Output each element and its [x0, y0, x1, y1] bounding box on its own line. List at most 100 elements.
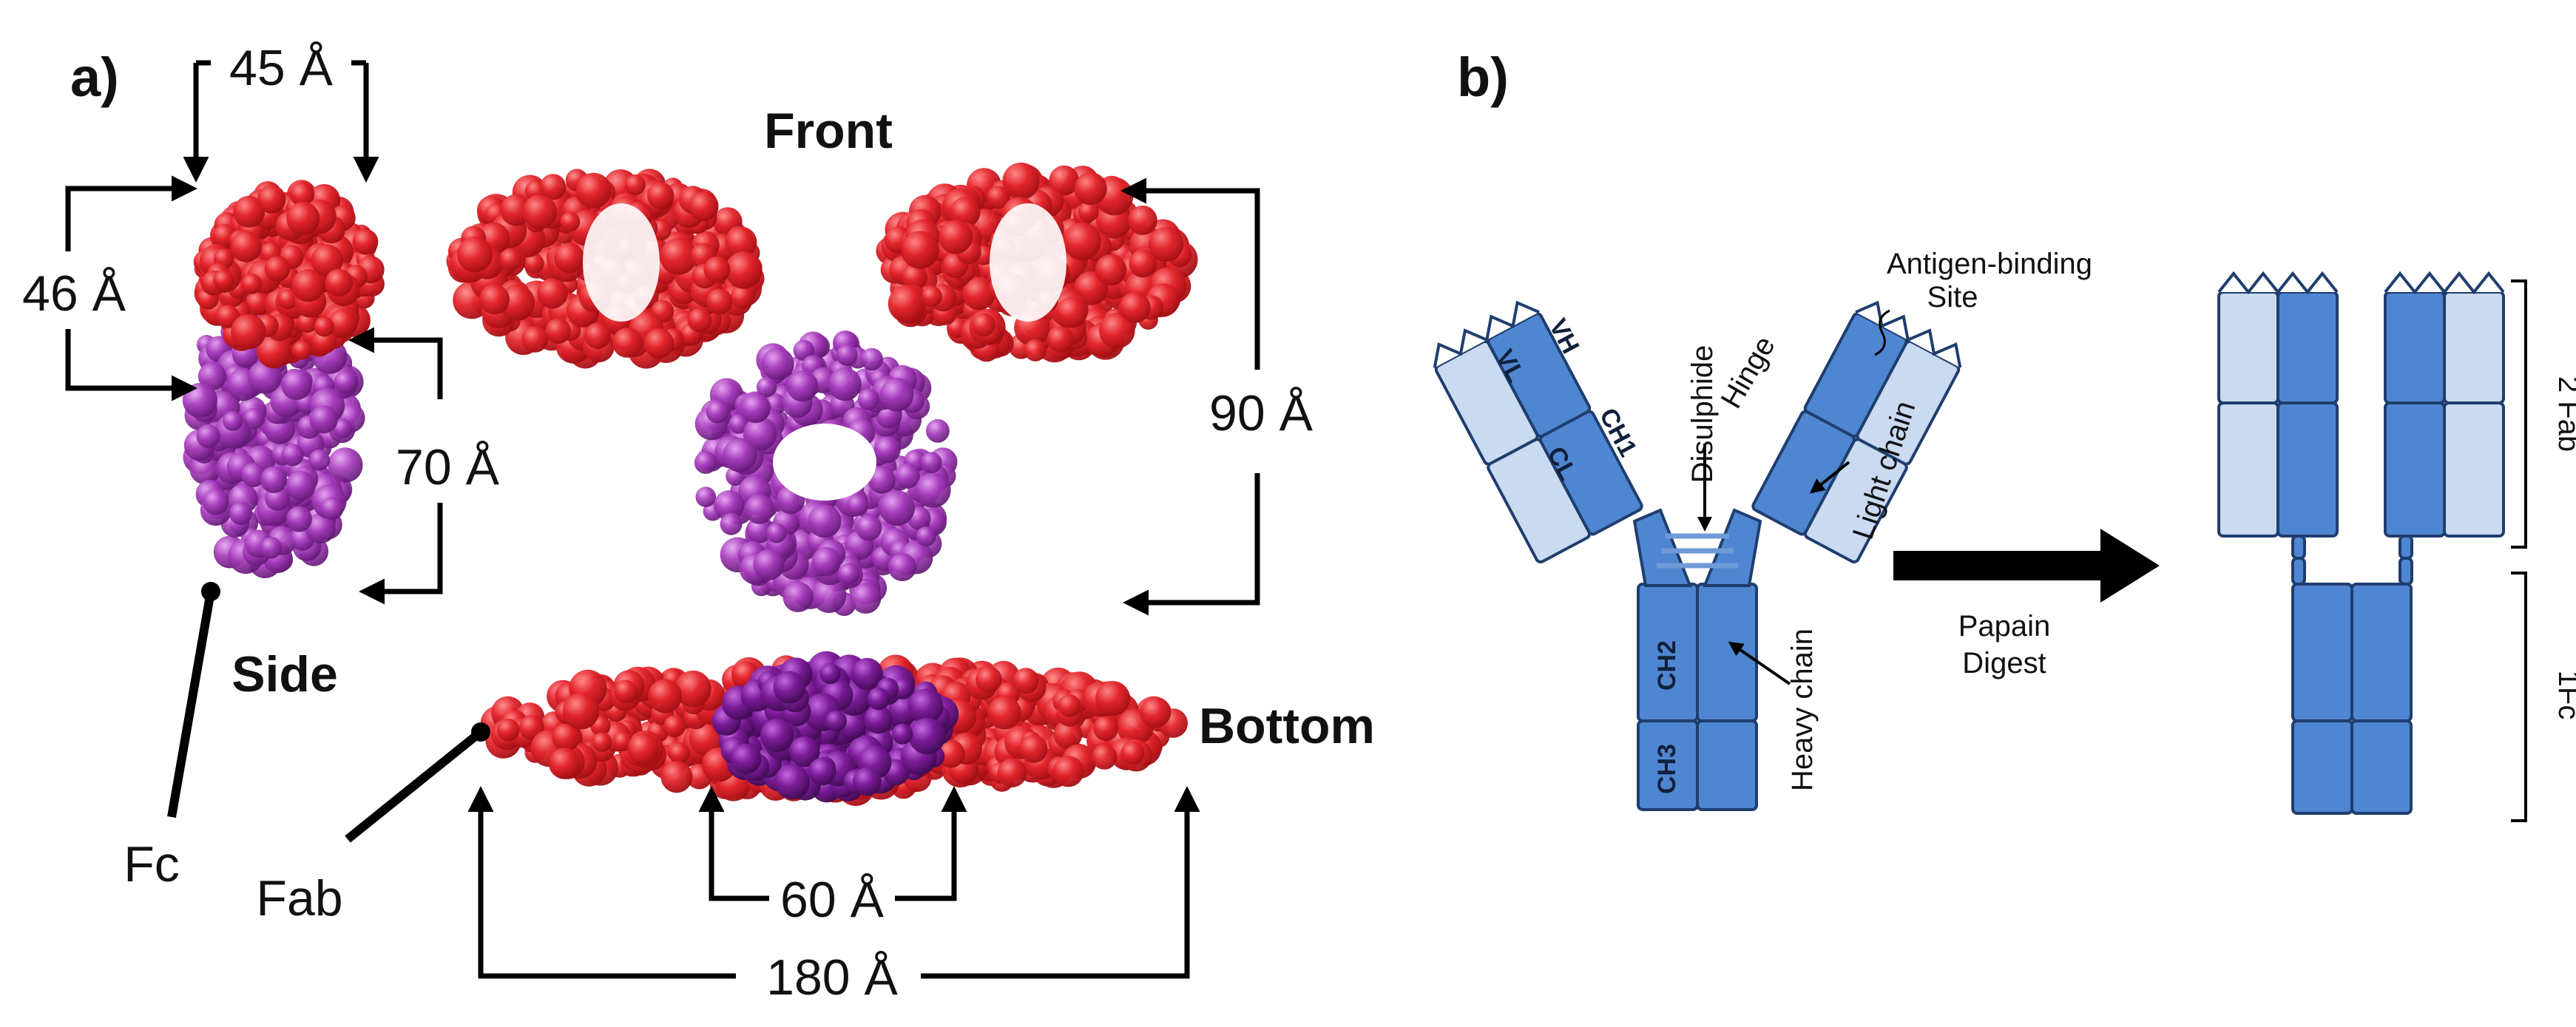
atom-bead — [545, 318, 571, 345]
fab2-vh — [2384, 291, 2446, 404]
atom-bead — [962, 277, 996, 311]
atom-bead — [828, 367, 862, 401]
atom-bead — [241, 462, 266, 487]
atom-bead — [976, 666, 1002, 693]
atom-bead — [987, 696, 1021, 730]
bottom-fc-blob — [711, 651, 959, 803]
atom-bead — [320, 497, 344, 521]
atom-bead — [1078, 201, 1099, 223]
atom-bead — [1074, 172, 1107, 206]
papain-digest-arrow — [1893, 529, 2160, 603]
atom-bead — [522, 194, 558, 229]
atom-bead — [920, 452, 942, 473]
atom-bead — [1140, 696, 1172, 728]
atom-bead — [660, 237, 697, 275]
atom-bead — [888, 553, 916, 582]
fab1-vl — [2217, 291, 2279, 404]
atom-bead — [774, 764, 810, 800]
atom-bead — [907, 688, 944, 725]
atom-bead — [860, 348, 884, 371]
atom-bead — [950, 197, 981, 228]
atom-bead — [838, 563, 860, 585]
atom-bead — [1047, 325, 1074, 353]
side-view-title: Side — [231, 646, 338, 702]
atom-bead — [916, 526, 936, 546]
atom-bead — [584, 322, 611, 349]
atom-bead — [901, 231, 939, 269]
left-antigen-site-notch — [1433, 300, 1540, 368]
atom-bead — [939, 220, 973, 254]
fc-pointer-line — [167, 590, 215, 818]
atom-bead — [902, 264, 928, 291]
fc-ch3-left — [2291, 719, 2353, 815]
atom-bead — [987, 186, 1010, 209]
dim-180-left-arrow — [467, 786, 736, 979]
atom-bead — [663, 715, 686, 737]
atom-bead — [856, 515, 882, 541]
bottom-view-title: Bottom — [1199, 698, 1375, 754]
atom-bead — [836, 344, 858, 366]
light-chain-pointer — [1809, 461, 1850, 494]
atom-bead — [457, 237, 493, 273]
hinge-left — [1632, 508, 1692, 587]
atom-bead — [660, 761, 693, 793]
atom-bead — [867, 688, 890, 711]
atom-bead — [1024, 339, 1047, 362]
fab-pointer-line — [345, 728, 484, 843]
dim-90-top-arrow — [1120, 177, 1260, 370]
atom-bead — [548, 748, 581, 779]
one-fc-label: 1Fc — [2552, 671, 2576, 720]
atom-bead — [286, 201, 320, 236]
fab-pointer-dot — [471, 722, 490, 742]
front-fab-hole-left — [583, 203, 660, 322]
atom-bead — [243, 407, 265, 430]
atom-bead — [730, 285, 755, 309]
side-fab-blob — [193, 180, 385, 369]
atom-bead — [309, 405, 338, 434]
right-cl-domain — [1803, 438, 1908, 564]
dim-90-label: 90 Å — [1209, 385, 1314, 441]
atom-bead — [753, 549, 785, 580]
atom-bead — [203, 489, 229, 515]
atom-bead — [706, 288, 733, 315]
atom-bead — [647, 182, 675, 209]
fab1-vh — [2276, 291, 2339, 404]
hinge-right — [1703, 508, 1762, 587]
atom-bead — [997, 758, 1027, 788]
fc-ch2-right — [2350, 583, 2413, 722]
fab1-cl — [2217, 401, 2279, 538]
atom-bead — [248, 360, 282, 394]
atom-bead — [281, 444, 304, 467]
dim-70-label: 70 Å — [396, 439, 500, 495]
atom-bead — [782, 581, 814, 613]
atom-bead — [1049, 165, 1079, 196]
atom-bead — [1093, 716, 1118, 742]
atom-bead — [352, 228, 379, 255]
heavy-chain-label: Heavy chain — [1786, 628, 1819, 791]
atom-bead — [740, 393, 771, 424]
atom-bead — [213, 270, 234, 291]
atom-bead — [921, 285, 942, 307]
atom-bead — [292, 340, 312, 360]
atom-bead — [281, 369, 312, 400]
atom-bead — [808, 757, 836, 786]
fab2-vl — [2443, 291, 2505, 404]
atom-bead — [675, 670, 711, 708]
dim-70-bottom-arrow — [359, 503, 443, 605]
bottom-view-molecule — [480, 651, 1188, 807]
atom-bead — [1052, 756, 1084, 787]
hinge-label: Hinge — [1715, 331, 1782, 414]
fc-ch3-right — [2350, 719, 2413, 815]
dim-60-left-arrow — [698, 786, 769, 901]
atom-bead — [497, 718, 520, 742]
atom-bead — [627, 733, 659, 765]
fc-label: Fc — [124, 836, 180, 892]
atom-bead — [332, 418, 353, 438]
atom-bead — [297, 312, 318, 333]
atom-bead — [285, 470, 316, 501]
atom-bead — [746, 517, 773, 543]
antigen-site-label: Site — [1927, 281, 1978, 313]
two-fab-label: 2 Fab — [2552, 376, 2576, 452]
fc-heavy-ch2-right — [1696, 583, 1758, 722]
